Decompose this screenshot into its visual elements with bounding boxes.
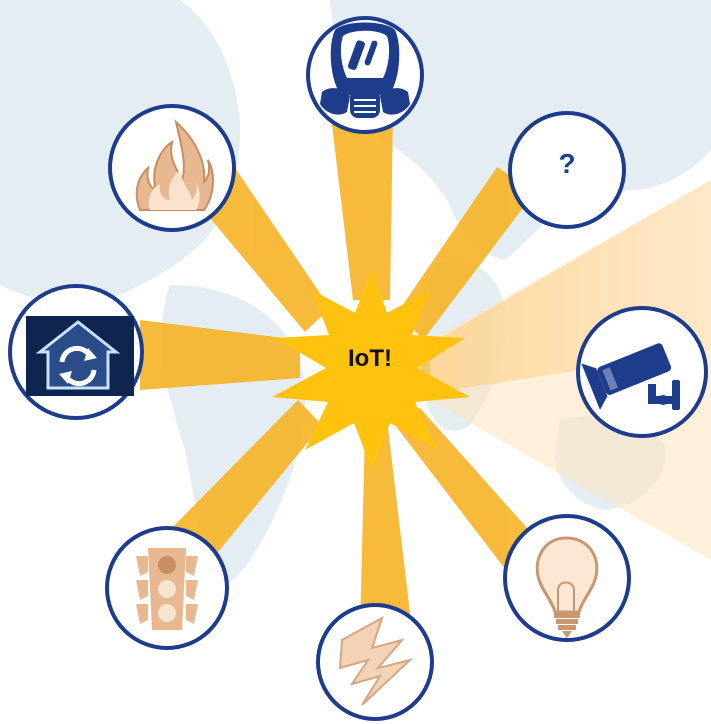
smart-home-icon <box>35 320 121 390</box>
traffic-light-icon <box>136 548 198 630</box>
ray-lightning <box>360 428 412 630</box>
ray-traffic-light <box>160 400 322 580</box>
node-security-camera[interactable] <box>576 306 708 438</box>
node-smart-home[interactable] <box>8 284 144 420</box>
node-fire[interactable] <box>108 104 236 232</box>
center-starburst <box>272 268 470 470</box>
connection-rays <box>140 108 560 630</box>
ray-gas-mask <box>330 108 393 300</box>
node-lightning[interactable] <box>316 603 434 721</box>
node-question[interactable] <box>508 111 626 229</box>
node-traffic-light[interactable] <box>105 526 229 650</box>
lightning-bolt-icon <box>338 615 414 706</box>
node-light-bulb[interactable] <box>503 514 631 642</box>
gas-mask-icon <box>320 22 410 118</box>
ray-camera-wide <box>430 180 711 560</box>
light-bulb-icon <box>535 536 599 638</box>
node-gas-mask[interactable] <box>306 16 424 134</box>
security-camera-icon <box>581 343 680 410</box>
question-mark-icon: ? <box>558 148 576 179</box>
ray-smart-home <box>140 320 300 390</box>
ray-question <box>398 167 535 340</box>
center-label: IoT! <box>348 345 392 372</box>
ray-fire <box>195 168 330 332</box>
fire-icon <box>135 119 214 211</box>
